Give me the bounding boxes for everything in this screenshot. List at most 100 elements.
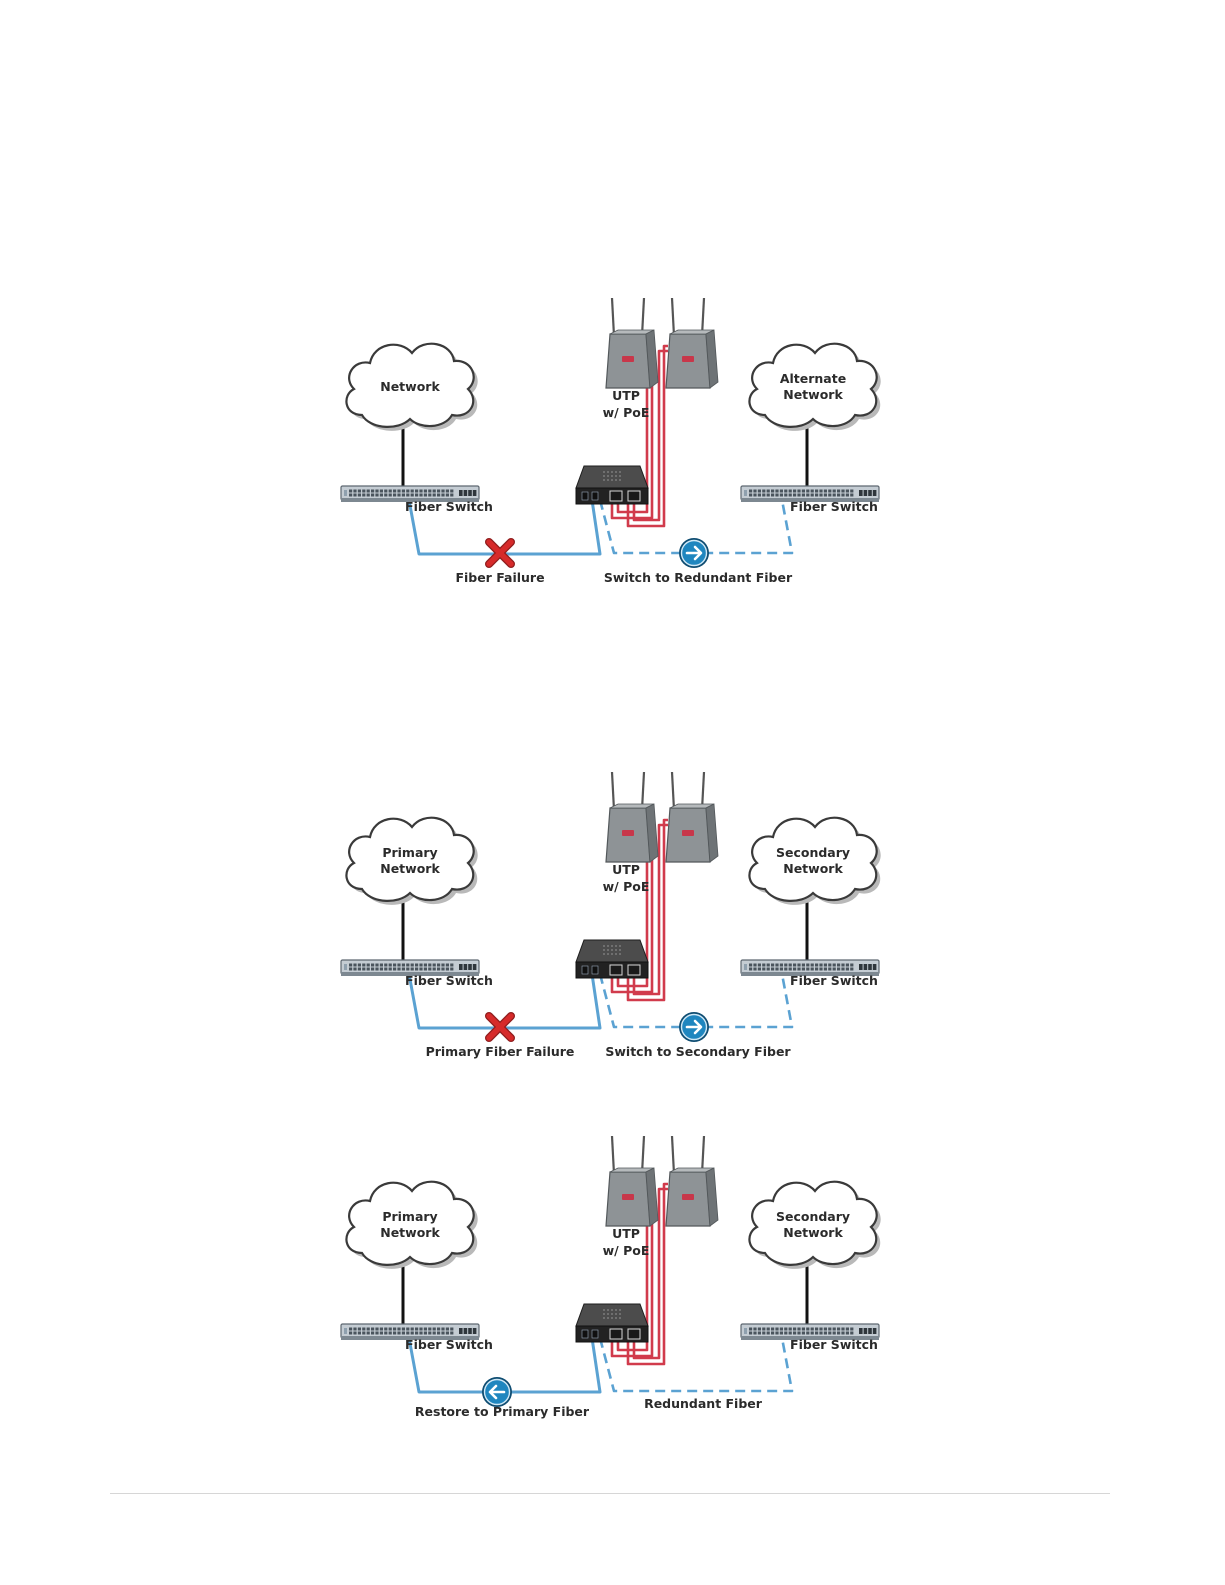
fiber-switch-right [740, 1323, 880, 1340]
converter-vent [611, 1309, 613, 1311]
switch-port [815, 963, 819, 967]
switch-port [837, 493, 841, 497]
arrow-glyph [685, 545, 703, 561]
left-switch-label: Fiber Switch [405, 973, 493, 988]
switch-port [362, 1327, 366, 1331]
switch-port [450, 1331, 454, 1335]
switch-port [357, 493, 361, 497]
switch-port [845, 489, 849, 493]
switch-port [375, 489, 379, 493]
rj45-port [627, 964, 641, 976]
switch-port [362, 489, 366, 493]
ap-logo [682, 356, 694, 362]
switch-port [753, 963, 757, 967]
converter-vent [603, 945, 605, 947]
switch-port [823, 967, 827, 971]
cloud-label: Network [380, 861, 440, 876]
access-point-left [605, 771, 659, 863]
switch-base [341, 1336, 479, 1340]
converter-vent [615, 953, 617, 955]
converter-vent [607, 475, 609, 477]
ap-side [705, 803, 719, 863]
switch-port [850, 963, 854, 967]
switch-port [445, 1327, 449, 1331]
switch-port [801, 493, 805, 497]
media-converter [575, 1303, 649, 1343]
switch-port [837, 967, 841, 971]
switch-port [801, 967, 805, 971]
switch-port [801, 963, 805, 967]
switch-port [362, 967, 366, 971]
switch-port [371, 1327, 375, 1331]
switch-port [810, 493, 814, 497]
switch-port [753, 967, 757, 971]
switch-uplink [859, 490, 863, 496]
converter-vent [619, 1317, 621, 1319]
cloud-label: Network [380, 1225, 440, 1240]
switch-port [784, 1331, 788, 1335]
switch-uplink [868, 490, 872, 496]
converter-vent [619, 1313, 621, 1315]
switch-port [388, 1331, 392, 1335]
left-network-cloud: Network [345, 342, 478, 431]
failure-mark [485, 538, 515, 568]
switch-port [771, 1331, 775, 1335]
media-converter [575, 939, 649, 979]
switch-port [437, 493, 441, 497]
switch-port [823, 963, 827, 967]
switch-port [749, 963, 753, 967]
switch-port [375, 1327, 379, 1331]
switch-port [379, 1331, 383, 1335]
left-status-label: Primary Fiber Failure [426, 1044, 575, 1059]
converter-top [575, 939, 649, 963]
arrow-glyph [685, 1019, 703, 1035]
cloud-icon [748, 1180, 878, 1266]
switch-port [388, 493, 392, 497]
switch-uplink [472, 1328, 477, 1334]
converter-vent [607, 949, 609, 951]
switch-port [401, 489, 405, 493]
right-switch-label: Fiber Switch [790, 499, 878, 514]
switch-port [393, 1331, 397, 1335]
ap-logo [622, 356, 634, 362]
converter-vent [619, 949, 621, 951]
cloud-label: Network [783, 1225, 843, 1240]
rj45-port [609, 964, 623, 976]
switch-port [379, 963, 383, 967]
switch-port [775, 1331, 779, 1335]
switch-port [393, 1327, 397, 1331]
switch-port [445, 489, 449, 493]
switch-port [797, 489, 801, 493]
switch-port [841, 493, 845, 497]
switch-port [815, 967, 819, 971]
utp-label: UTP [612, 1226, 640, 1241]
switch-port [845, 963, 849, 967]
converter-vent [615, 949, 617, 951]
switch-port [779, 489, 783, 493]
switch-port [397, 963, 401, 967]
switch-base [341, 972, 479, 976]
switch-uplink [463, 964, 468, 970]
switch-port [450, 489, 454, 493]
switch-base [341, 498, 479, 502]
switch-port [850, 489, 854, 493]
switch-port [366, 1327, 370, 1331]
converter-vent [603, 1317, 605, 1319]
switch-uplink [459, 964, 463, 970]
switch-port [397, 967, 401, 971]
switch-port [762, 963, 766, 967]
switch-port [749, 967, 753, 971]
switch-port [845, 1331, 849, 1335]
switch-port [362, 963, 366, 967]
switch-port [379, 493, 383, 497]
switch-port [784, 1327, 788, 1331]
switch-port [353, 489, 357, 493]
switch-port [362, 1331, 366, 1335]
switch-port [815, 1327, 819, 1331]
switch-port [432, 489, 436, 493]
switch-port [753, 1331, 757, 1335]
switch-port [837, 489, 841, 493]
